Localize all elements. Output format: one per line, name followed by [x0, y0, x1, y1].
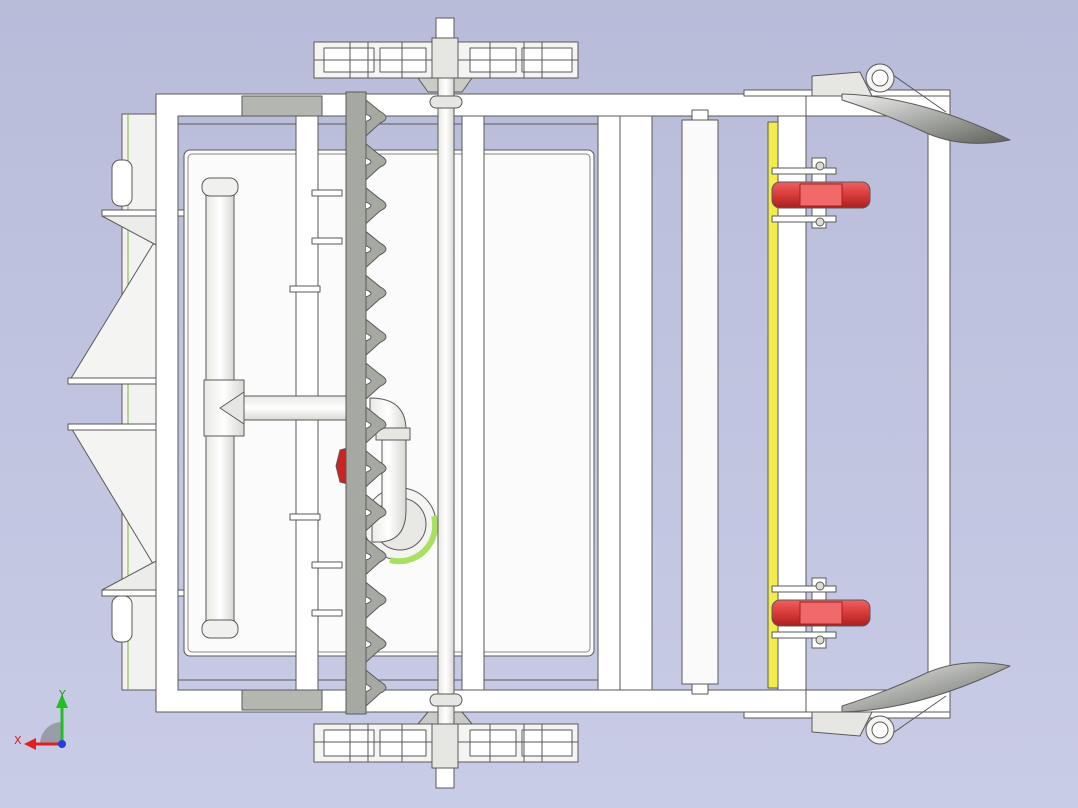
rack-tooth	[365, 362, 387, 400]
rack-tooth	[365, 318, 387, 356]
toothed-bar	[345, 91, 387, 715]
blade-bottom	[811, 662, 1011, 745]
rack-tooth	[365, 538, 387, 575]
rack-tooth	[365, 231, 387, 268]
rack-tooth	[365, 450, 387, 488]
rack-tooth-notch	[365, 157, 372, 166]
roller	[681, 109, 719, 695]
rack-tooth-notch	[365, 333, 372, 342]
rack-tooth	[365, 494, 387, 532]
axis-triad: Y X	[14, 688, 68, 750]
rack-tooth	[365, 187, 387, 225]
rack-tooth-notch	[365, 640, 372, 649]
rack-tooth-notch	[365, 596, 372, 605]
pipe-manifold	[201, 177, 349, 639]
rack-tooth-notch	[365, 508, 372, 517]
rack-tooth	[365, 581, 387, 619]
axis-x-label: X	[14, 734, 22, 747]
rack-tooth	[365, 669, 387, 707]
rack-tooth	[365, 274, 387, 312]
rack-tooth-notch	[365, 113, 372, 122]
central-axle	[429, 77, 463, 725]
machine-assembly	[67, 17, 1011, 789]
rack-tooth-notch	[365, 201, 372, 210]
caster-wheel-top	[771, 157, 871, 229]
rack-tooth-notch	[365, 420, 372, 429]
rack-tooth-notch	[365, 552, 372, 561]
rack-tooth-notch	[365, 289, 372, 298]
rack-tooth	[365, 99, 387, 137]
axis-y-label: Y	[58, 688, 66, 701]
top-star-wheel	[313, 17, 579, 107]
rack-tooth	[365, 625, 387, 663]
rack-tooth-notch	[365, 377, 372, 386]
rack-tooth	[365, 143, 387, 181]
rack-tooth	[365, 406, 387, 444]
rack-tooth-notch	[365, 245, 372, 254]
caster-wheel-bottom	[771, 577, 871, 649]
rack-tooth-notch	[365, 464, 372, 473]
rack-tooth-notch	[365, 684, 372, 693]
blade-top	[811, 63, 1011, 144]
